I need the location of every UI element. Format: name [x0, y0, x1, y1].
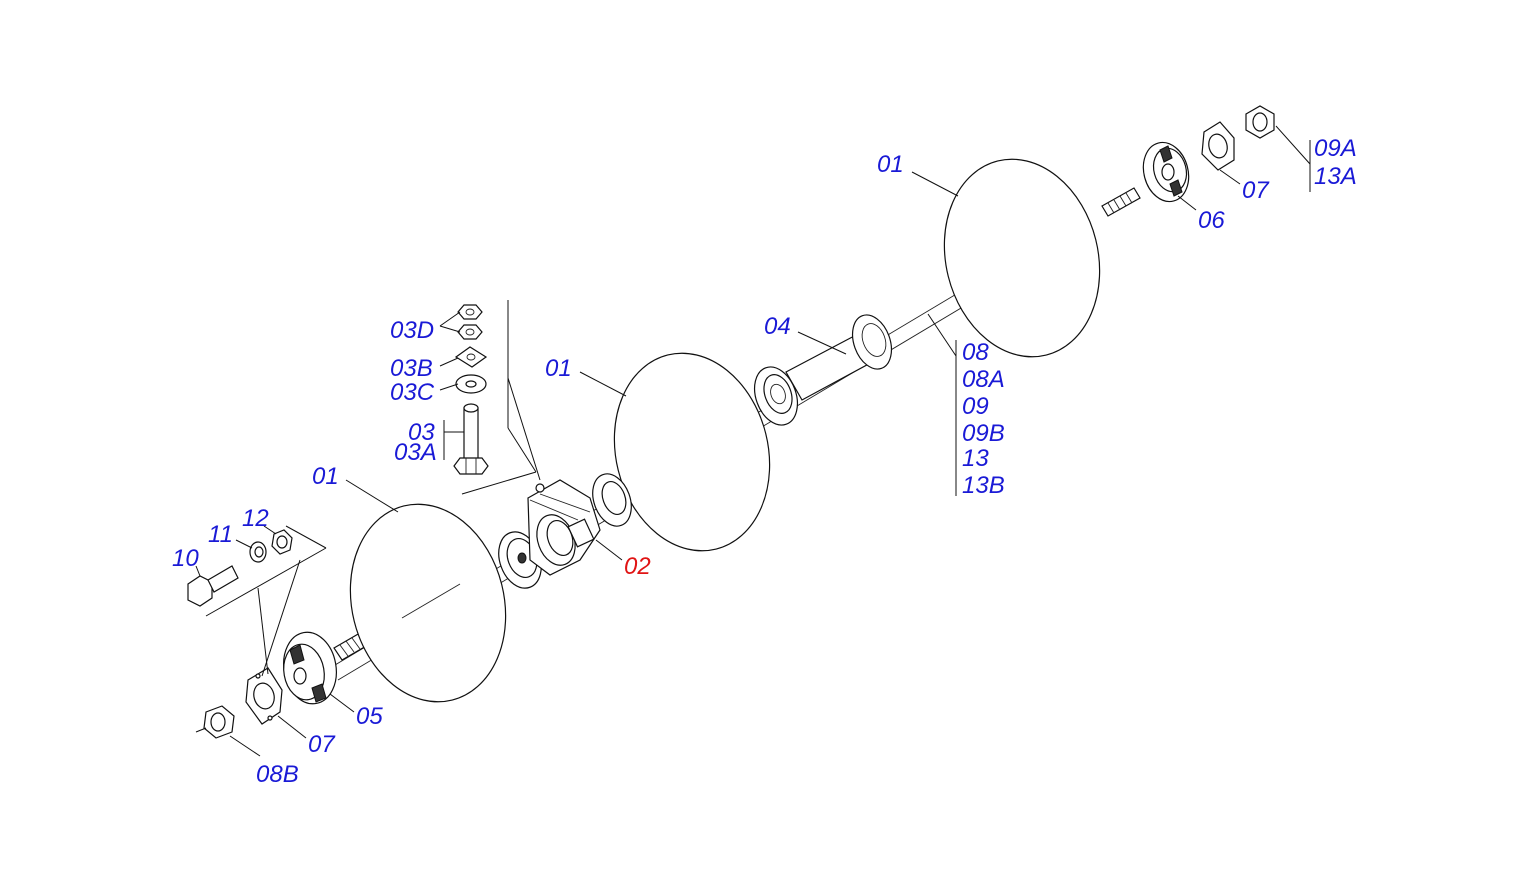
label-05[interactable]: 05 [356, 703, 383, 730]
disc-right[interactable] [924, 143, 1120, 374]
label-03A[interactable]: 03A [394, 439, 437, 466]
label-09A[interactable]: 09A [1314, 135, 1357, 162]
label-03B[interactable]: 03B [390, 355, 433, 382]
bolt-guide-lines [461, 300, 541, 495]
label-08[interactable]: 08 [962, 339, 989, 366]
label-08B[interactable]: 08B [256, 761, 299, 788]
disc-middle[interactable] [594, 337, 790, 568]
nut-right[interactable] [1245, 105, 1275, 139]
label-09B[interactable]: 09B [962, 420, 1005, 447]
end-cap-left[interactable] [278, 628, 342, 708]
end-cap-right[interactable] [1137, 137, 1195, 206]
part-labels: 01 01 01 02 03D 03B 03C 03 03A 04 05 06 … [172, 135, 1357, 788]
label-13A[interactable]: 13A [1314, 163, 1357, 190]
label-09[interactable]: 09 [962, 393, 989, 420]
label-13B[interactable]: 13B [962, 472, 1005, 499]
label-11[interactable]: 11 [208, 521, 233, 548]
spacer-tube[interactable] [747, 310, 899, 431]
label-01-right[interactable]: 01 [877, 151, 904, 178]
label-06[interactable]: 06 [1198, 207, 1225, 234]
label-03C[interactable]: 03C [390, 379, 435, 406]
label-12[interactable]: 12 [242, 505, 269, 532]
label-01-middle[interactable]: 01 [545, 355, 572, 382]
bolt-10[interactable] [187, 565, 239, 607]
label-04[interactable]: 04 [764, 313, 791, 340]
label-08A[interactable]: 08A [962, 366, 1005, 393]
label-07-left[interactable]: 07 [308, 731, 336, 758]
leader-lines [195, 125, 1311, 757]
threaded-end-right [1101, 187, 1141, 217]
left-bolt-guide-lines [205, 525, 327, 677]
plate-right[interactable] [1201, 121, 1235, 171]
disc-left[interactable] [330, 488, 526, 719]
label-13[interactable]: 13 [962, 445, 989, 472]
nut-left[interactable] [195, 705, 235, 739]
label-03D[interactable]: 03D [390, 317, 434, 344]
nut-12[interactable] [271, 529, 293, 555]
label-02[interactable]: 02 [624, 553, 651, 580]
label-01-left[interactable]: 01 [312, 463, 339, 490]
bearing-housing[interactable] [491, 468, 638, 594]
label-03[interactable]: 03 [408, 419, 435, 446]
washer-11[interactable] [249, 541, 267, 563]
label-10[interactable]: 10 [172, 545, 199, 572]
label-07-right[interactable]: 07 [1242, 177, 1270, 204]
mounting-bolt-assembly[interactable] [453, 304, 489, 475]
plate-left[interactable] [245, 667, 283, 725]
